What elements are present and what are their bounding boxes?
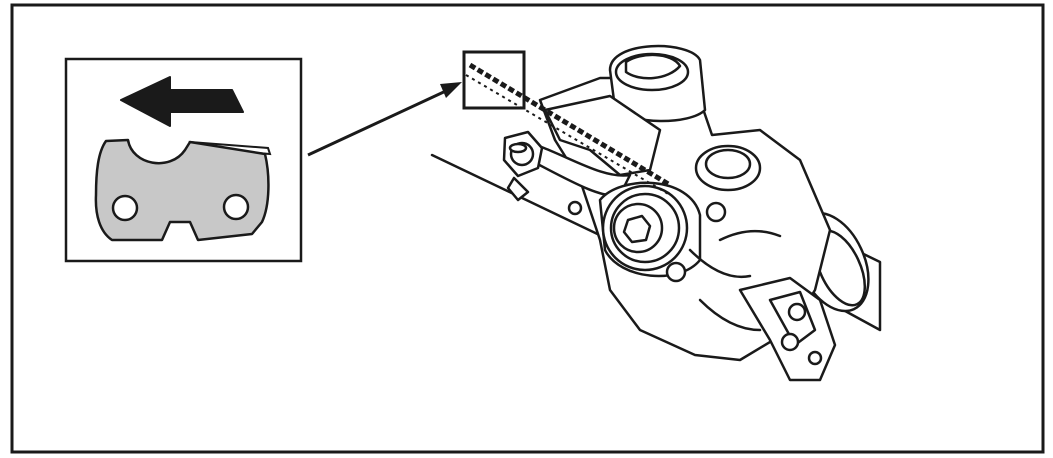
- saw-chain-lower: [465, 74, 671, 196]
- side-cover-plate: [543, 94, 662, 177]
- saw-chain-upper: [468, 62, 672, 188]
- rivet-hole-left: [111, 194, 139, 222]
- oil-cap-grip-icon: [624, 53, 682, 80]
- bar-nut-base: [506, 176, 530, 202]
- saw-chain: [465, 62, 672, 196]
- outer-frame: [10, 3, 1045, 454]
- housing-bolt-1: [705, 201, 727, 223]
- bracket-bolt-2: [780, 332, 800, 352]
- arrow-left-icon: [120, 76, 244, 127]
- chain-link-icon: [94, 138, 272, 242]
- cutter-link-body: [94, 138, 270, 242]
- sprocket-nut-icon: [622, 214, 652, 244]
- chain-detail-box: [462, 50, 526, 110]
- bar-stud-hole: [567, 200, 583, 216]
- housing-contour-1: [698, 298, 762, 332]
- leader-arrow: [307, 82, 462, 157]
- leader-arrowhead: [440, 82, 462, 98]
- pole-saw-head: [430, 44, 882, 382]
- housing-contour-3: [718, 229, 782, 242]
- bracket-bolt-1: [787, 302, 807, 322]
- inset-callout: [64, 57, 303, 263]
- bearing-cap: [704, 148, 752, 180]
- tension-slot: [508, 142, 528, 154]
- housing-contour-2: [688, 248, 752, 279]
- leader-line: [307, 88, 449, 157]
- bracket-bolt-3: [807, 350, 823, 366]
- rivet-hole-right: [222, 193, 250, 221]
- housing-bolt-2: [665, 261, 687, 283]
